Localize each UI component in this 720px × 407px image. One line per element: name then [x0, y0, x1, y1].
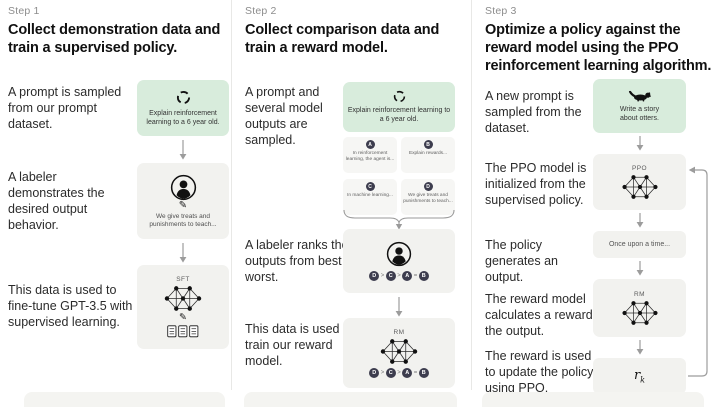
step2-prompt-text: Explain reinforcement learning to a 6 ye… — [347, 107, 451, 123]
curly-brace-arrow — [343, 210, 455, 230]
person-icon — [386, 241, 412, 267]
cycle-icon — [393, 90, 406, 103]
step1-labeler-box: ✎ We give treats and punishments to teac… — [137, 163, 229, 239]
step3-output-box: Once upon a time... — [593, 231, 686, 258]
bottom-band — [244, 392, 457, 407]
output-b-box: B Explain rewards... — [401, 137, 455, 173]
rank-separator: > — [380, 369, 385, 376]
bottom-band — [24, 392, 225, 407]
rank-letter: C — [385, 367, 396, 378]
step3-caption-ppo-init: The PPO model is initialized from the su… — [485, 161, 587, 207]
down-arrow — [635, 213, 645, 228]
sft-label: SFT — [176, 276, 190, 283]
output-c-letter: C — [365, 182, 375, 191]
network-icon — [164, 285, 202, 312]
step3-prompt-box: Write a story about otters. — [593, 79, 686, 133]
rank-letter: C — [385, 271, 396, 281]
down-arrow — [635, 261, 645, 276]
rank-letter: A — [402, 271, 413, 281]
output-b-letter: B — [423, 140, 433, 149]
network-icon — [621, 174, 658, 200]
output-a-letter: A — [365, 140, 375, 149]
step3-ppo-model-box: PPO — [593, 154, 686, 210]
rank-letter: A — [402, 367, 413, 378]
column-divider — [231, 0, 232, 390]
step2-labeler-box: D > C > A = B — [343, 229, 455, 293]
step1-demonstration-text: We give treats and punishments to teach.… — [149, 212, 217, 228]
rank-letter: B — [418, 367, 429, 378]
ranking-row: D > C > A = B — [369, 271, 429, 281]
documents-icon — [167, 325, 199, 338]
cycle-icon — [176, 90, 191, 105]
step2-prompt-box: Explain reinforcement learning to a 6 ye… — [343, 82, 455, 132]
step2-heading: Collect comparison data and train a rewa… — [245, 22, 440, 56]
output-a-box: A In reinforcement learning, the agent i… — [343, 137, 397, 173]
step3-caption-reward-calc: The reward model calculates a reward for… — [485, 292, 611, 338]
step3-heading: Optimize a policy against the reward mod… — [485, 22, 712, 74]
person-icon — [170, 174, 197, 201]
step1-caption-labeler: A labeler demonstrates the desired outpu… — [8, 170, 105, 232]
column-divider — [471, 0, 472, 390]
output-d-box: D We give treats and punishments to teac… — [401, 179, 455, 215]
rank-letter: D — [369, 367, 380, 378]
step2-rm-model-box: RM D > C > A = B — [343, 318, 455, 388]
step3-caption-update: The reward is used to update the policy … — [485, 349, 594, 395]
step3-label: Step 3 — [485, 5, 517, 17]
rank-letter: D — [369, 271, 380, 281]
rank-letter: B — [418, 271, 429, 281]
output-a-text: In reinforcement learning, the agent is.… — [345, 151, 395, 162]
step1-prompt-text: Explain reinforcement learning to a 6 ye… — [146, 109, 220, 126]
step1-caption-finetune: This data is used to fine-tune GPT-3.5 w… — [8, 283, 133, 329]
otter-icon — [628, 90, 652, 102]
output-c-text: In machine learning... — [347, 193, 393, 198]
output-d-letter: D — [423, 182, 433, 191]
network-icon — [621, 300, 658, 326]
step1-sft-model-box: SFT ✎ — [137, 265, 229, 349]
step3-caption-generates: The policy generates an output. — [485, 238, 558, 284]
pencil-icon: ✎ — [179, 312, 187, 323]
ppo-label: PPO — [632, 164, 647, 172]
step1-prompt-box: Explain reinforcement learning to a 6 ye… — [137, 80, 229, 136]
bottom-band — [482, 392, 704, 407]
step2-label: Step 2 — [245, 5, 277, 17]
rank-separator: > — [397, 273, 401, 279]
step2-caption-sampled: A prompt and several model outputs are s… — [245, 85, 323, 147]
step2-caption-ranks: A labeler ranks the outputs from best to… — [245, 238, 356, 284]
step3-caption-new-prompt: A new prompt is sampled from the dataset… — [485, 89, 582, 135]
rm-label: RM — [393, 328, 405, 336]
reward-value: rk — [633, 367, 646, 385]
step3-prompt-text: Write a story about otters. — [619, 105, 660, 122]
down-arrow — [178, 243, 188, 263]
down-arrow — [635, 136, 645, 151]
ranking-row: D > C > A = B — [369, 367, 429, 378]
down-arrow — [635, 340, 645, 355]
output-b-text: Explain rewards... — [408, 151, 448, 156]
down-arrow — [178, 140, 188, 160]
ppo-feedback-loop-arrow — [688, 162, 714, 384]
step1-caption-prompt: A prompt is sampled from our prompt data… — [8, 85, 122, 131]
rank-separator: > — [397, 369, 401, 376]
network-icon — [380, 338, 418, 365]
rank-separator: > — [380, 273, 385, 279]
step1-heading: Collect demonstration data and train a s… — [8, 22, 221, 56]
rm-label: RM — [634, 290, 645, 298]
output-d-text: We give treats and punishments to teach.… — [403, 193, 453, 204]
step3-reward-box: rk — [593, 358, 686, 394]
step3-rm-model-box: RM — [593, 279, 686, 337]
step1-label: Step 1 — [8, 5, 40, 17]
rank-separator: = — [413, 369, 418, 376]
step2-caption-train-rm: This data is used to train our reward mo… — [245, 322, 354, 368]
output-c-box: C In machine learning... — [343, 179, 397, 215]
down-arrow — [394, 297, 404, 317]
step3-output-text: Once upon a time... — [608, 241, 671, 248]
pencil-icon: ✎ — [178, 199, 188, 211]
rank-separator: = — [413, 273, 418, 279]
